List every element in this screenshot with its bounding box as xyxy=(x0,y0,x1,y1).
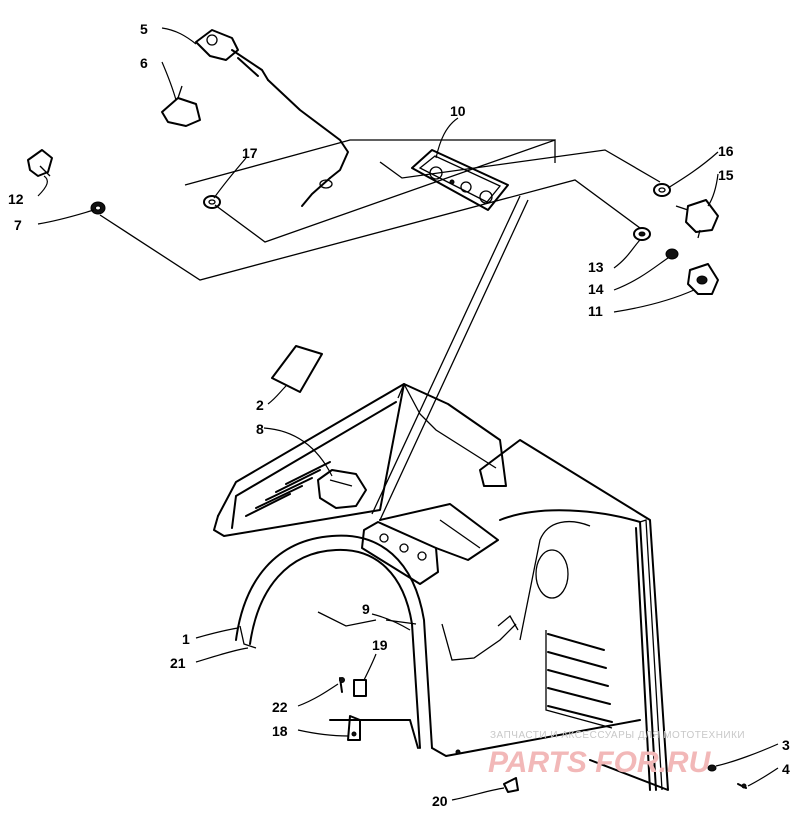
callout-18: 18 xyxy=(272,723,288,739)
callout-1: 1 xyxy=(182,631,190,647)
throttle-lever xyxy=(195,29,269,81)
washer-16 xyxy=(653,183,671,197)
callout-14: 14 xyxy=(588,281,604,297)
callout-7: 7 xyxy=(14,217,22,233)
callout-16: 16 xyxy=(718,143,734,159)
decal xyxy=(271,345,323,393)
nut-7 xyxy=(90,201,106,215)
lever-bracket xyxy=(161,85,201,127)
leader-lines xyxy=(37,27,779,801)
callout-2: 2 xyxy=(256,397,264,413)
harness-assembly xyxy=(99,139,661,281)
callout-17: 17 xyxy=(242,145,258,161)
callout-10: 10 xyxy=(450,103,466,119)
callout-4: 4 xyxy=(782,761,790,777)
throttle-cable xyxy=(267,79,349,207)
watermark-tagline: ЗАПЧАСТИ И АКСЕССУАРЫ ДЛЯ МОТОТЕХНИКИ xyxy=(490,730,745,741)
callout-3: 3 xyxy=(782,737,790,753)
callout-8: 8 xyxy=(256,421,264,437)
callout-5: 5 xyxy=(140,21,148,37)
callout-15: 15 xyxy=(718,167,734,183)
switch-11 xyxy=(687,263,719,295)
nut-14 xyxy=(665,248,679,260)
toggle-switch xyxy=(675,199,719,239)
callout-21: 21 xyxy=(170,655,186,671)
watermark: ЗАПЧАСТИ И АКСЕССУАРЫ ДЛЯ МОТОТЕХНИКИ PA… xyxy=(488,730,745,779)
control-panel-plate xyxy=(411,149,509,211)
grommet xyxy=(203,195,221,209)
callout-13: 13 xyxy=(588,259,604,275)
callout-labels: 5 6 10 17 12 7 16 15 13 14 11 2 8 9 1 21… xyxy=(8,21,790,809)
callout-19: 19 xyxy=(372,637,388,653)
callout-22: 22 xyxy=(272,699,288,715)
washer-13 xyxy=(633,227,651,241)
knob xyxy=(27,149,53,177)
console-assembly xyxy=(213,383,747,793)
callout-12: 12 xyxy=(8,191,24,207)
watermark-site: PARTS FOR.RU xyxy=(488,746,712,779)
callout-20: 20 xyxy=(432,793,448,809)
callout-11: 11 xyxy=(588,303,603,319)
callout-9: 9 xyxy=(362,601,370,617)
callout-6: 6 xyxy=(140,55,148,71)
